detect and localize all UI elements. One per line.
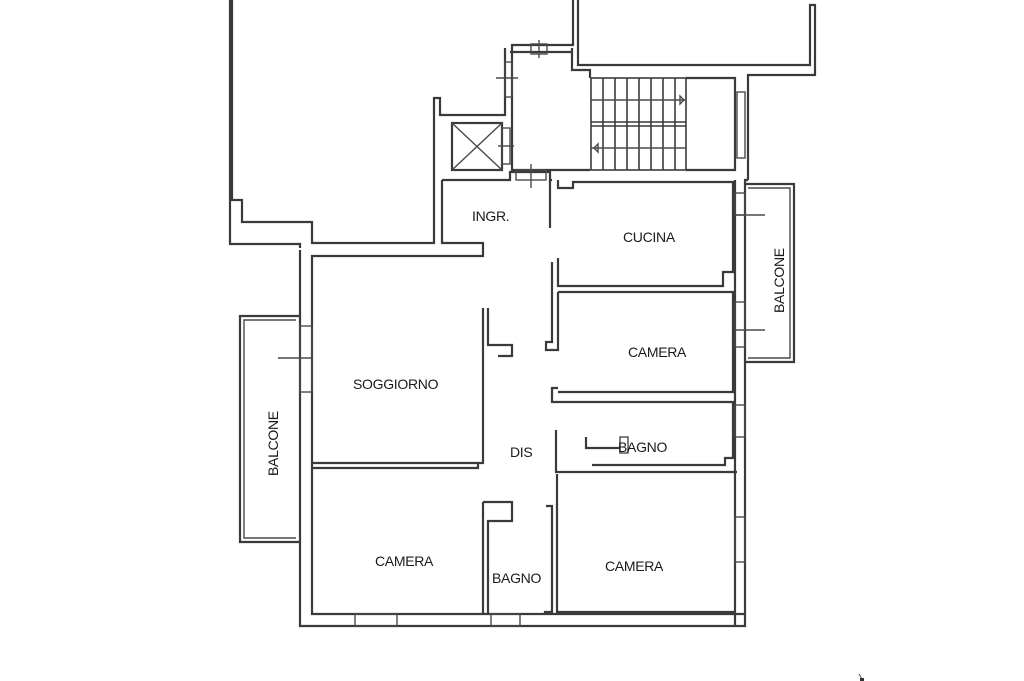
room-label-ingresso: INGR. [472,208,509,224]
room-label-bagno-2: BAGNO [492,570,541,586]
room-label-camera-1: CAMERA [628,344,687,360]
apartment-outer-walls [298,164,765,628]
room-label-bagno-1: BAGNO [618,439,667,455]
balcone-east-label: BALCONE [771,248,787,313]
interior-walls [312,262,737,614]
room-label-camera-3: CAMERA [605,558,664,574]
balcone-west: BALCONE [238,314,313,544]
room-label-camera-2: CAMERA [375,553,434,569]
staircase-icon [590,76,746,172]
elevator-shaft-icon [450,121,514,172]
balcone-west-label: BALCONE [265,411,281,476]
neighbour-unit-right [510,0,817,180]
neighbour-unit-left [228,0,507,248]
room-label-soggiorno: SOGGIORNO [353,376,439,392]
room-label-disimpegno: DIS [510,444,532,460]
stair-landing [496,40,590,172]
north-arrow-icon [858,673,864,681]
balcone-east: BALCONE [745,182,796,364]
room-label-cucina: CUCINA [623,229,676,245]
